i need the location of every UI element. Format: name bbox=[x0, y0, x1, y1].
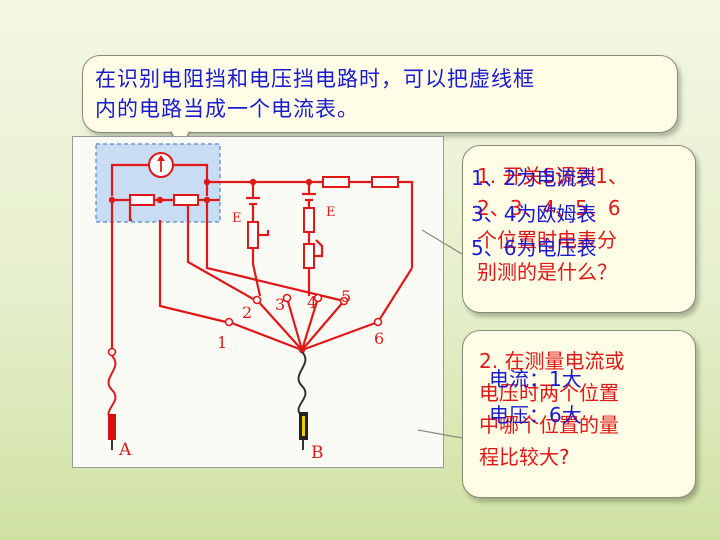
rheostat-1 bbox=[247, 221, 259, 249]
question-1-line-3: 个位置时电表分 bbox=[477, 228, 617, 252]
galvanometer-icon bbox=[148, 152, 174, 178]
battery-label-1: E bbox=[232, 211, 242, 226]
pointer-to-question-2 bbox=[417, 429, 463, 439]
intro-callout: 在识别电阻挡和电压挡电路时，可以把虚线框 内的电路当成一个电流表。 bbox=[82, 55, 678, 133]
position-label-1: 1 bbox=[217, 333, 227, 352]
resistor-branch2-top bbox=[303, 207, 315, 233]
answer-1-line-2: 3、4为欧姆表 bbox=[471, 202, 597, 226]
shunt-resistor-r2 bbox=[173, 194, 199, 206]
position-label-6: 6 bbox=[374, 329, 384, 348]
position-label-3: 3 bbox=[275, 295, 285, 314]
resistors bbox=[129, 176, 399, 269]
position-label-5: 5 bbox=[341, 287, 351, 306]
question-2-callout: 2. 在测量电流或 电压时两个位置 中哪个位置的量 程比较大? 电流：1大 电压… bbox=[462, 330, 696, 498]
question-1-line-2: 2、3、4、5、6 bbox=[477, 196, 621, 220]
terminal-a-contact bbox=[107, 347, 117, 357]
position-label-2: 2 bbox=[242, 303, 252, 322]
question-2-line-4: 程比较大? bbox=[479, 445, 570, 469]
answer-2-line-1: 电流：1大 bbox=[489, 367, 582, 391]
rheostat-2 bbox=[303, 243, 315, 269]
answer-2-line-2: 电压：6大 bbox=[489, 403, 582, 427]
question-1-line-4: 别测的是什么？ bbox=[477, 260, 617, 284]
test-lead-a-probe bbox=[108, 414, 116, 440]
answer-1-line-1: 1、2为电流表 bbox=[471, 166, 597, 190]
contact-6 bbox=[373, 317, 383, 327]
circuit-wires bbox=[110, 163, 414, 352]
question-2-line-3: 中哪个位置的量 bbox=[479, 413, 619, 437]
intro-line-2: 内的电路当成一个电流表。 bbox=[95, 97, 359, 121]
question-2-line-1: 2. 在测量电流或 bbox=[479, 349, 625, 373]
contact-5 bbox=[339, 296, 349, 306]
junction-dots bbox=[108, 178, 313, 354]
contact-3 bbox=[282, 293, 292, 303]
terminal-label-b: B bbox=[311, 443, 324, 463]
question-1-callout: 1. 开关S调到1、 2、3、4、5、6 个位置时电表分 别测的是什么？ 1、2… bbox=[462, 145, 696, 313]
terminal-label-a: A bbox=[118, 440, 132, 460]
pointer-to-question-1 bbox=[421, 229, 463, 255]
contact-1 bbox=[224, 317, 234, 327]
question-1-line-1: 1. 开关S调到1、 bbox=[477, 164, 628, 188]
multiplier-resistor-r3 bbox=[322, 176, 350, 188]
battery-label-2: E bbox=[326, 205, 336, 220]
test-lead-b-wire bbox=[297, 351, 307, 417]
shunt-resistor-r1 bbox=[129, 194, 155, 206]
position-label-4: 4 bbox=[307, 293, 317, 312]
multiplier-resistor-r4 bbox=[371, 176, 399, 188]
contact-4 bbox=[313, 293, 323, 303]
intro-line-1: 在识别电阻挡和电压挡电路时，可以把虚线框 bbox=[95, 67, 535, 91]
question-2-line-2: 电压时两个位置 bbox=[479, 381, 619, 405]
answer-1-line-3: 5、6为电压表 bbox=[471, 236, 597, 260]
intro-text: 在识别电阻挡和电压挡电路时，可以把虚线框 内的电路当成一个电流表。 bbox=[95, 64, 675, 124]
test-lead-a-wire bbox=[107, 355, 117, 421]
selector-contacts bbox=[107, 293, 383, 357]
contact-2 bbox=[252, 295, 262, 305]
